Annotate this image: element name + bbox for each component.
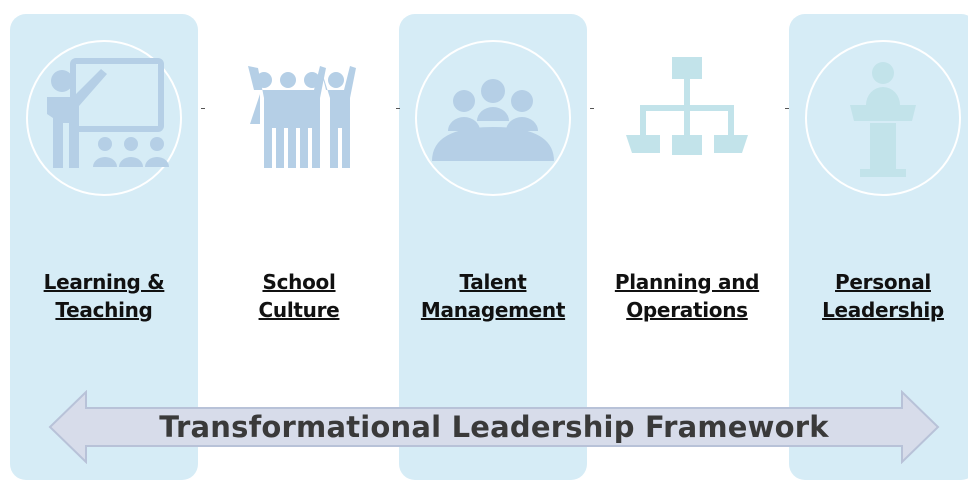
meeting-table-icon xyxy=(432,79,554,161)
org-chart-icon xyxy=(626,57,748,155)
framework-arrow: Transformational Leadership Framework xyxy=(48,389,940,465)
pillar-learning-teaching: Learning & Teaching xyxy=(10,0,198,481)
people-group-icon xyxy=(248,66,356,168)
connector-dash xyxy=(396,108,400,109)
icon-circle xyxy=(26,40,182,196)
pillar-talent-management: Talent Management xyxy=(399,0,587,481)
podium-speaker-icon xyxy=(850,62,916,177)
pillar-label: Talent Management xyxy=(420,270,566,322)
double-arrow-icon xyxy=(48,389,940,465)
connector-dash xyxy=(590,108,594,109)
pillar-planning-operations: Planning and Operations xyxy=(593,0,781,481)
pillar-label: Planning and Operations xyxy=(614,270,760,322)
teacher-presentation-icon xyxy=(47,58,169,168)
pillar-personal-leadership: Personal Leadership xyxy=(789,0,968,481)
pillar-label: School Culture xyxy=(258,270,340,322)
connector-dash xyxy=(201,108,205,109)
icon-circle xyxy=(805,40,961,196)
pillar-label: Personal Leadership xyxy=(822,270,944,322)
icon-circle xyxy=(415,40,571,196)
framework-title: Transformational Leadership Framework xyxy=(159,410,829,444)
pillar-label: Learning & Teaching xyxy=(43,270,165,322)
connector-dash xyxy=(785,108,789,109)
pillar-school-culture: School Culture xyxy=(205,0,393,481)
